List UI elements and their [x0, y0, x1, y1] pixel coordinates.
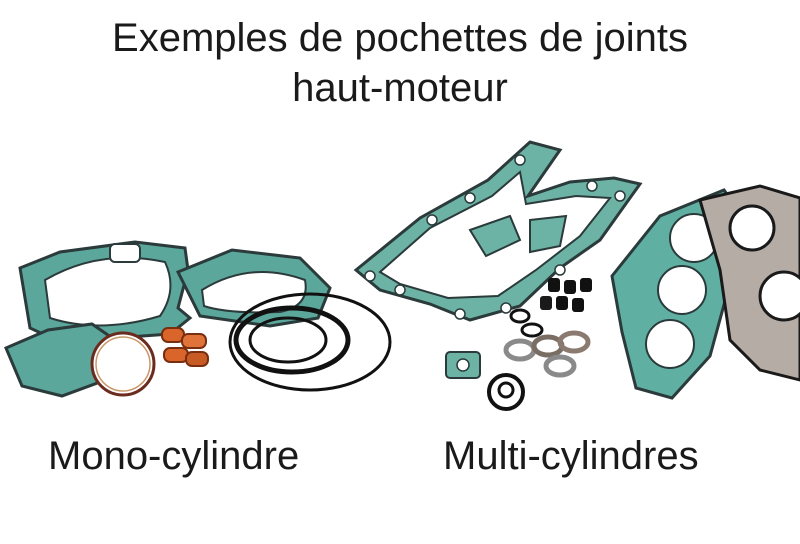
- o-ring-large: [228, 292, 392, 392]
- page-title-line-2: haut-moteur: [292, 66, 508, 110]
- caption-multi-cylindres: Multi-cylindres: [443, 434, 699, 478]
- metal-rings: [503, 308, 591, 378]
- mono-cylinder-kit: [4, 240, 392, 398]
- caption-mono-cylindre: Mono-cylindre: [48, 434, 300, 478]
- multi-cylinder-kit: [353, 140, 800, 411]
- o-ring-small: [248, 316, 328, 364]
- black-ring-large: [487, 373, 525, 411]
- page-title-line-1: Exemples de pochettes de joints: [112, 16, 688, 60]
- valve-stem-seals: [540, 278, 592, 312]
- steel-head-gasket: [698, 184, 800, 382]
- gasket-kits-photo: [4, 140, 800, 411]
- o-ring-medium: [233, 305, 351, 375]
- copper-washers: [161, 327, 209, 367]
- black-ring-small: [497, 381, 515, 399]
